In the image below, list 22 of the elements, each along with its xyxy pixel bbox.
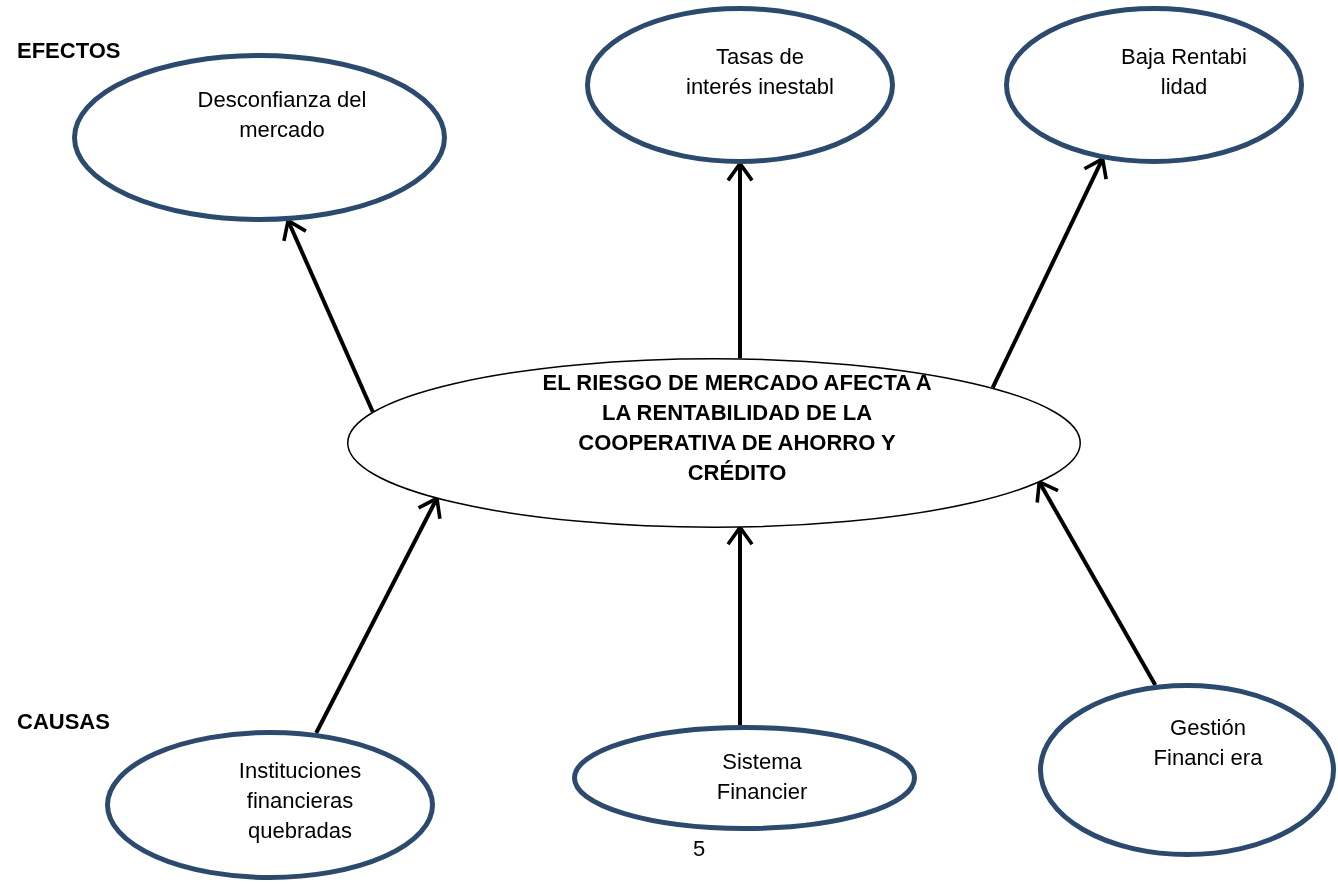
- ellipse-node: [105, 730, 435, 880]
- arrow: [1035, 480, 1157, 686]
- section-heading: EFECTOS: [17, 38, 121, 64]
- ellipse-node: [585, 6, 895, 164]
- arrow: [990, 157, 1108, 389]
- arrow: [282, 219, 375, 413]
- node-text: Desconfianza del mercado: [196, 86, 368, 144]
- node-text: Gestión Financi era: [1152, 714, 1264, 772]
- node-text: EL RIESGO DE MERCADO AFECTA A LA RENTABILIDAD DE LA COOPERATIVA DE AHORRO Y CRÉDITO: [541, 369, 933, 487]
- section-heading: CAUSAS: [17, 709, 110, 735]
- arrow: [726, 525, 754, 725]
- ellipse-node: [347, 358, 1081, 528]
- node-text: Sistema Financier: [715, 748, 809, 806]
- ellipse-node: [1004, 6, 1304, 164]
- node-text: Instituciones financieras quebradas: [237, 757, 363, 845]
- ellipse-node: [572, 725, 917, 831]
- arrow: [726, 162, 754, 359]
- node-text: Baja Rentabi lidad: [1120, 43, 1248, 101]
- node-text: Tasas de interés inestabl: [685, 43, 835, 101]
- arrow: [314, 496, 442, 734]
- ellipse-node: [1038, 683, 1336, 857]
- page-number: 5: [693, 836, 706, 862]
